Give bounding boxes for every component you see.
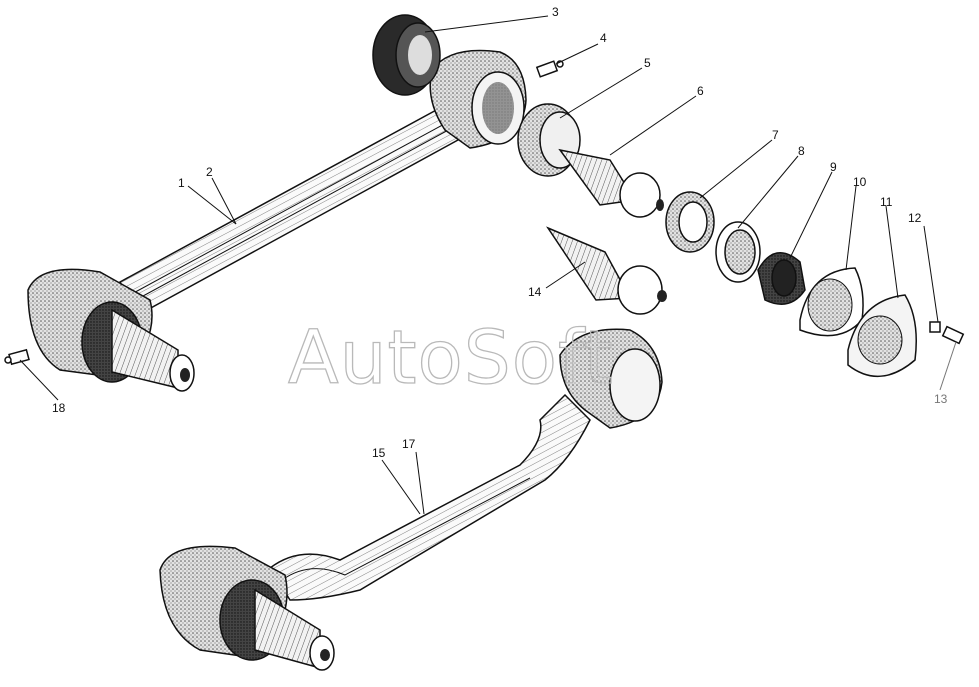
upper-rod-left-end [27, 268, 195, 392]
label-10: 10 [853, 175, 867, 189]
part-8-seal [715, 221, 761, 283]
part-12-bolt [929, 321, 965, 345]
label-3: 3 [552, 5, 559, 19]
label-17: 17 [402, 437, 416, 451]
label-4: 4 [600, 31, 607, 45]
part-11-cover [847, 294, 917, 378]
label-13: 13 [934, 392, 948, 406]
part-7-washer [665, 191, 715, 253]
label-12: 12 [908, 211, 922, 225]
label-15: 15 [372, 446, 386, 460]
part-18-grease-fitting [4, 348, 30, 366]
part-10-gasket [799, 267, 864, 337]
lower-rod-right-housing [559, 328, 663, 429]
label-14: 14 [528, 285, 542, 299]
label-1: 1 [178, 176, 185, 190]
lower-rod-left-end [159, 545, 335, 671]
part-9-spring [757, 252, 806, 305]
label-18: 18 [52, 401, 66, 415]
part-5-bearing [517, 103, 581, 177]
leader-lines [19, 15, 957, 515]
label-9: 9 [830, 160, 837, 174]
part-6-ball-pin [558, 148, 664, 218]
upper-rod-right-housing [429, 49, 527, 149]
upper-tie-rod [118, 106, 460, 317]
part-3-seal-ring [372, 14, 441, 96]
lower-tie-rod [269, 393, 591, 601]
label-11: 11 [880, 195, 893, 209]
label-8: 8 [798, 144, 805, 158]
label-5: 5 [644, 56, 651, 70]
callout-labels: 1 2 3 4 5 6 7 8 9 10 11 12 13 14 15 17 1… [52, 5, 948, 460]
part-14-ball-pin [545, 226, 667, 315]
part-4-grease-fitting [535, 60, 564, 78]
watermark-text: AutoSoft [288, 315, 614, 401]
label-6: 6 [697, 84, 704, 98]
label-7: 7 [772, 128, 779, 142]
label-2: 2 [206, 165, 213, 179]
